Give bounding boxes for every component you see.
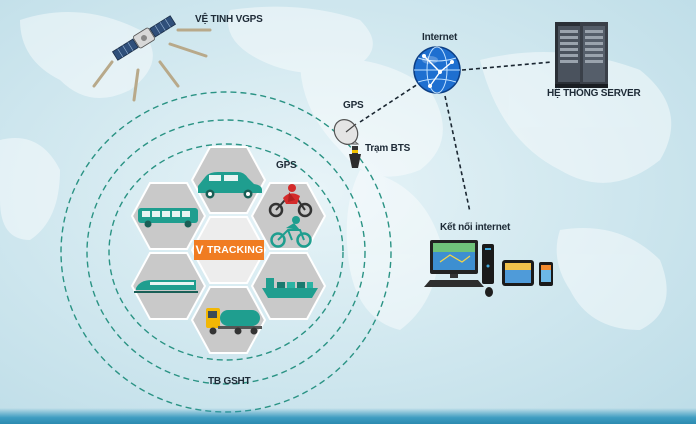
motorbike-icon xyxy=(268,184,313,218)
coverage-ring-inner xyxy=(108,143,344,361)
logo-v: V xyxy=(194,240,205,260)
ship-icon xyxy=(262,278,318,298)
cyclist-icon xyxy=(270,216,312,248)
vtracking-logo: V TRACKING xyxy=(194,240,264,260)
tablet-icon xyxy=(502,260,534,286)
dish-icon xyxy=(333,119,361,168)
train-icon xyxy=(134,280,198,293)
bottom-band xyxy=(0,408,696,424)
truck-icon xyxy=(206,308,262,335)
satellite-label: VỆ TINH VGPS xyxy=(195,14,263,25)
gps-bts-label: GPS xyxy=(343,100,364,111)
coverage-ring-middle xyxy=(86,119,366,385)
gps-hex-label: GPS xyxy=(276,160,297,171)
hex-upper-right xyxy=(250,182,327,250)
phone-icon xyxy=(539,262,553,286)
network-links xyxy=(359,61,553,213)
link-internet-server xyxy=(461,61,553,71)
server-icon xyxy=(555,22,608,88)
car-icon xyxy=(198,172,262,199)
bus-icon xyxy=(138,208,198,228)
desktop-icon xyxy=(424,240,494,297)
bts-label: Trạm BTS xyxy=(365,143,411,154)
world-map-background xyxy=(0,6,672,330)
link-bts-internet xyxy=(359,83,419,123)
internet-connection-label: Kết nối internet xyxy=(440,222,511,233)
link-internet-desktop xyxy=(444,95,471,213)
satellite-beams xyxy=(92,28,212,102)
logo-text: TRACKING xyxy=(205,240,264,260)
satellite-icon xyxy=(111,15,177,61)
globe-icon xyxy=(413,46,461,94)
internet-label: Internet xyxy=(422,32,458,43)
device-label: TB GSHT xyxy=(208,376,251,387)
server-label: HỆ THỐNG SERVER xyxy=(547,88,641,99)
